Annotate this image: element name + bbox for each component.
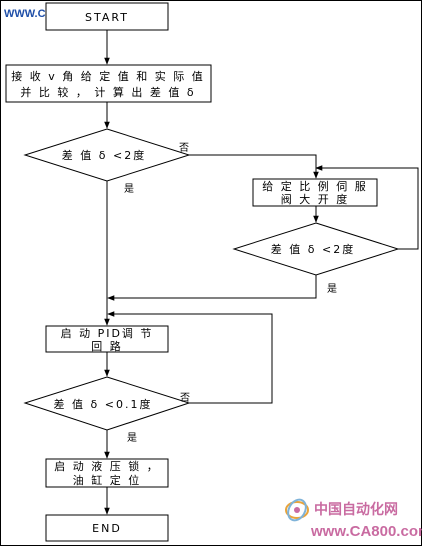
lock-label-line2: 油 缸 定 位	[73, 473, 142, 487]
watermark-logo-icon	[285, 498, 309, 522]
arrow-decision3-loop	[107, 311, 273, 404]
watermark-bottom-cn: 中国自动化网	[314, 501, 398, 518]
pid-node	[45, 325, 169, 353]
arrow-decision1-no	[189, 154, 319, 179]
arrow-decision2-yes	[107, 275, 317, 301]
start-label: START	[85, 11, 129, 24]
watermark-bottom-url: www.CA800.com	[310, 523, 422, 540]
decision3-no-label: 否	[180, 392, 190, 404]
decision1-no-label: 否	[179, 142, 189, 154]
end-label: END	[92, 522, 122, 535]
decision1-label: 差 值 δ <2度	[62, 148, 146, 162]
decision3-label: 差 值 δ <0.1度	[54, 397, 153, 411]
compute-label-line2: 并 比 较 ， 计 算 出 差 值 δ	[20, 85, 195, 99]
arrow-decision2-loop	[315, 165, 419, 250]
lock-label-line1: 启 动 液 压 锁 ，	[54, 459, 159, 473]
start-node	[45, 2, 169, 31]
servo-label-line1: 给 定 比 例 伺 服	[262, 179, 367, 193]
servo-label-line2: 阀 大 开 度	[281, 192, 350, 206]
decision1-yes-label: 是	[124, 183, 134, 195]
pid-label-line1: 启 动 PID调 节	[61, 327, 154, 340]
decision2-label: 差 值 δ <2度	[271, 242, 355, 256]
servo-node	[252, 178, 378, 207]
pid-label-line2: 回 路	[91, 340, 123, 353]
end-node	[45, 514, 169, 542]
compute-label-line1: 接 收 v 角 给 定 值 和 实 际 值	[11, 69, 204, 83]
decision3-yes-label: 是	[127, 432, 137, 444]
decision2-yes-label: 是	[327, 283, 337, 295]
compute-node	[5, 64, 212, 103]
